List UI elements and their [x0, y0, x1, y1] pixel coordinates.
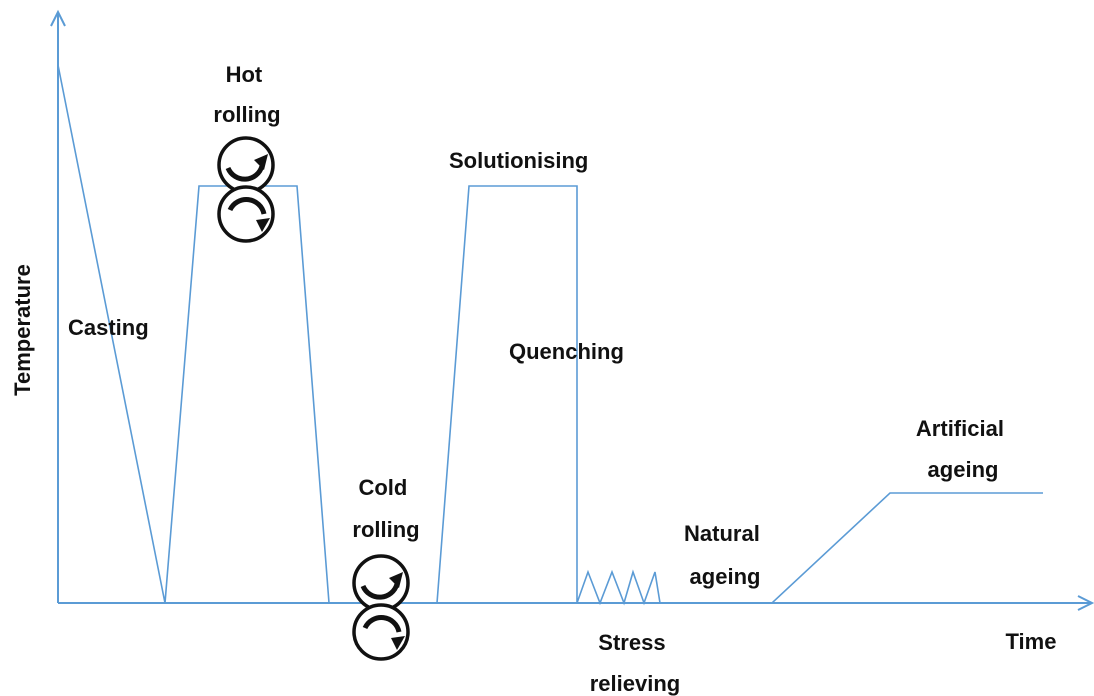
- quenching-label: Quenching: [509, 339, 624, 364]
- cold-rolling-label: Cold rolling: [352, 475, 419, 542]
- natural-ageing-label-line-1: Natural: [684, 521, 760, 546]
- artificial-ageing-label: Artificial ageing: [916, 416, 1010, 482]
- cold-rolling-label-line-1: Cold: [358, 475, 407, 500]
- hot-rolling-label: Hot rolling: [213, 62, 280, 127]
- upper-roller-icon: [217, 136, 275, 194]
- upper-roller-icon: [352, 554, 410, 612]
- x-axis-label: Time: [1006, 629, 1057, 654]
- x-axis-arrowhead: [1077, 595, 1094, 611]
- stress-relieving-label-line-1: Stress: [598, 630, 665, 655]
- artificial-ageing-label-line-1: Artificial: [916, 416, 1004, 441]
- solutionising-label: Solutionising: [449, 148, 588, 173]
- y-axis-arrowhead: [50, 9, 66, 27]
- casting-label: Casting: [68, 315, 149, 340]
- process-curve: [57, 64, 1043, 606]
- natural-ageing-label-line-2: ageing: [690, 564, 761, 589]
- hot-rolling-label-line-1: Hot: [226, 62, 263, 87]
- cold-rolling-roller-icon: [352, 554, 410, 661]
- artificial-ageing-label-line-2: ageing: [928, 457, 999, 482]
- lower-roller-icon: [352, 603, 410, 661]
- hot-rolling-label-line-2: rolling: [213, 102, 280, 127]
- hot-rolling-roller-icon: [217, 136, 275, 243]
- stress-relieving-label-line-2: relieving: [590, 671, 680, 696]
- natural-ageing-label: Natural ageing: [684, 521, 766, 589]
- cold-rolling-label-line-2: rolling: [352, 517, 419, 542]
- axes: [50, 9, 1094, 611]
- stress-relieving-label: Stress relieving: [590, 630, 680, 696]
- y-axis-label: Temperature: [10, 264, 35, 396]
- lower-roller-icon: [217, 185, 275, 243]
